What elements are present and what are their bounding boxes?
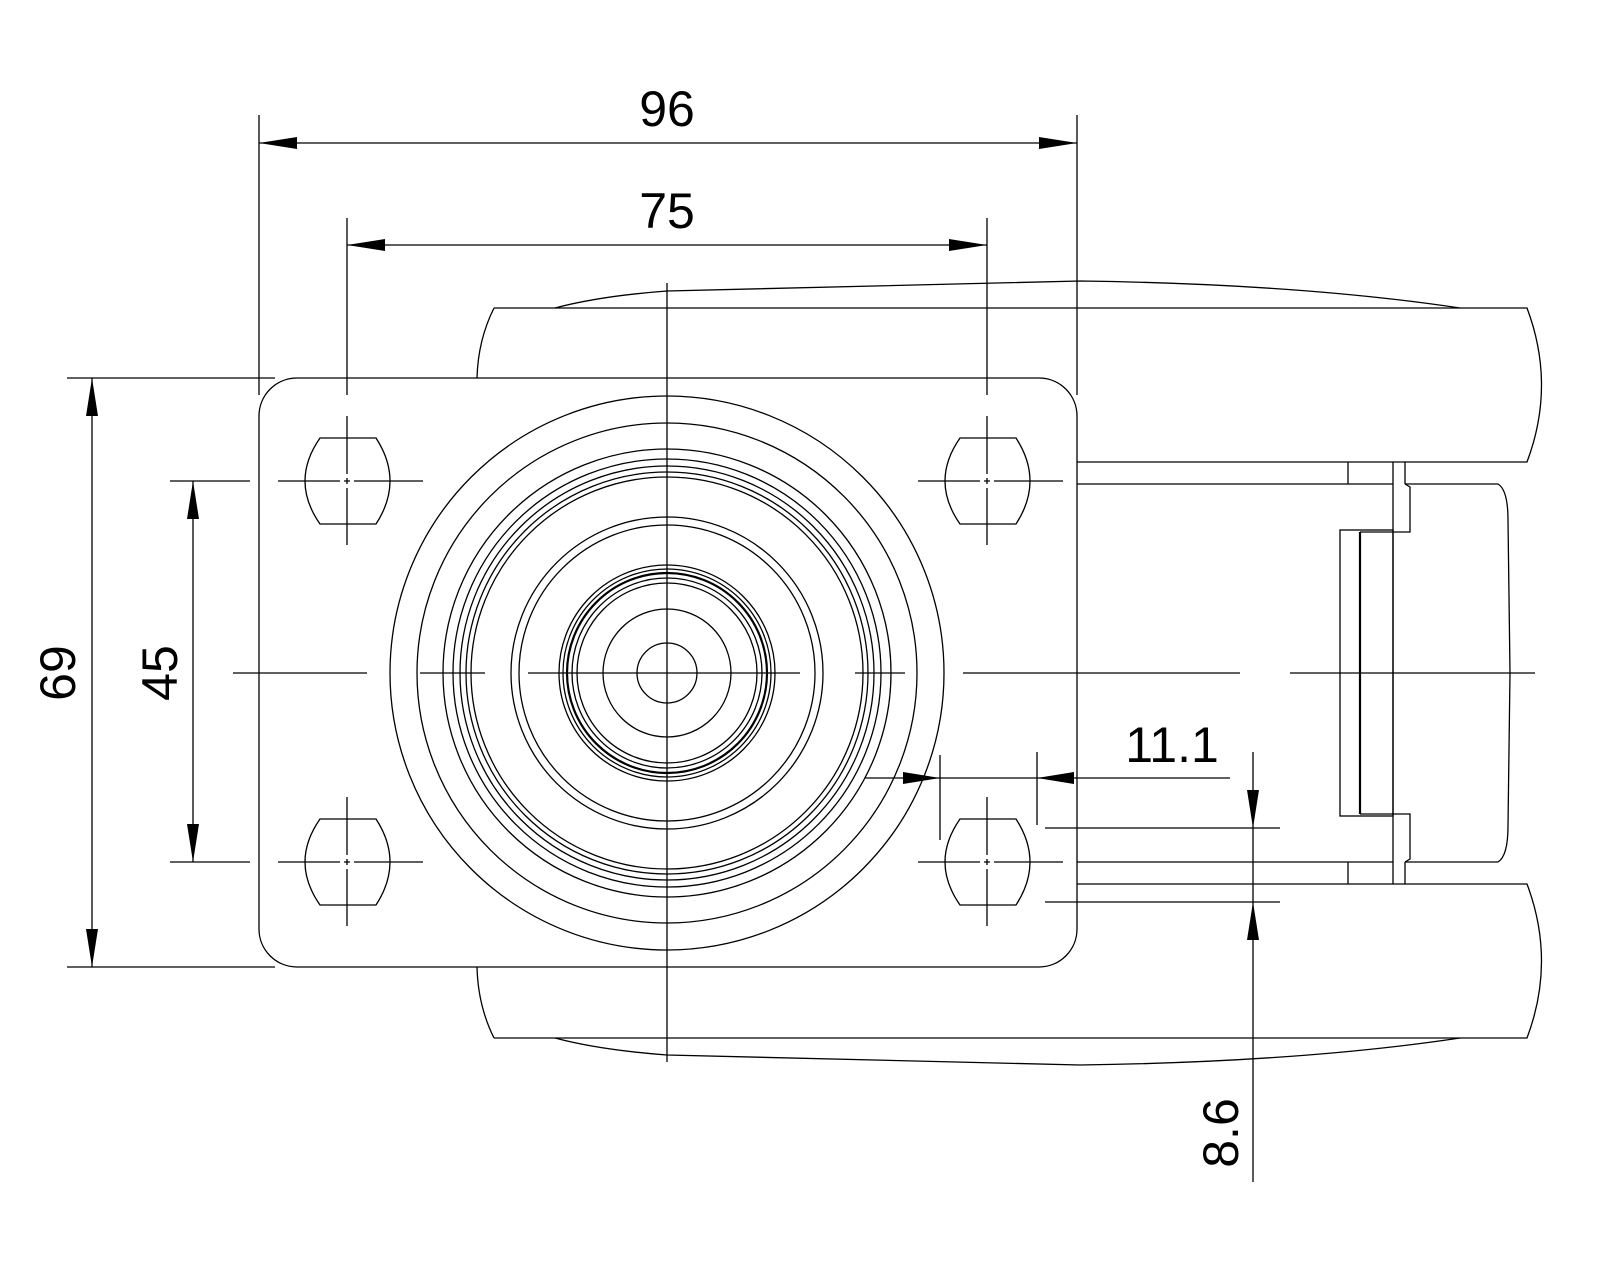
mounting-hole <box>304 437 391 525</box>
dimension-label-69: 69 <box>30 645 86 701</box>
dimension-hole-spacing-width: 75 <box>346 183 988 395</box>
dimension-label-45: 45 <box>132 645 188 701</box>
dimension-offset-horizontal: 11.1 <box>865 717 1230 840</box>
dimension-offset-vertical: 8.6 <box>1045 752 1280 1182</box>
dimension-overall-width: 96 <box>258 81 1078 395</box>
mounting-hole <box>304 818 391 906</box>
dimension-label-8-6: 8.6 <box>1193 1098 1249 1168</box>
hole-centerlines <box>278 416 1063 926</box>
mounting-hole <box>944 437 1031 525</box>
upper-wheel-outline <box>476 280 1543 463</box>
dimension-label-96: 96 <box>639 81 695 137</box>
dimension-overall-height: 69 <box>30 377 275 968</box>
mounting-hole <box>944 818 1031 906</box>
dimension-label-11-1: 11.1 <box>1125 717 1219 773</box>
dimension-label-75: 75 <box>639 183 695 239</box>
mounting-holes <box>304 437 1031 906</box>
lower-wheel-outline <box>476 883 1543 1066</box>
centerlines <box>233 283 1535 1062</box>
dimension-hole-spacing-height: 45 <box>132 480 250 863</box>
